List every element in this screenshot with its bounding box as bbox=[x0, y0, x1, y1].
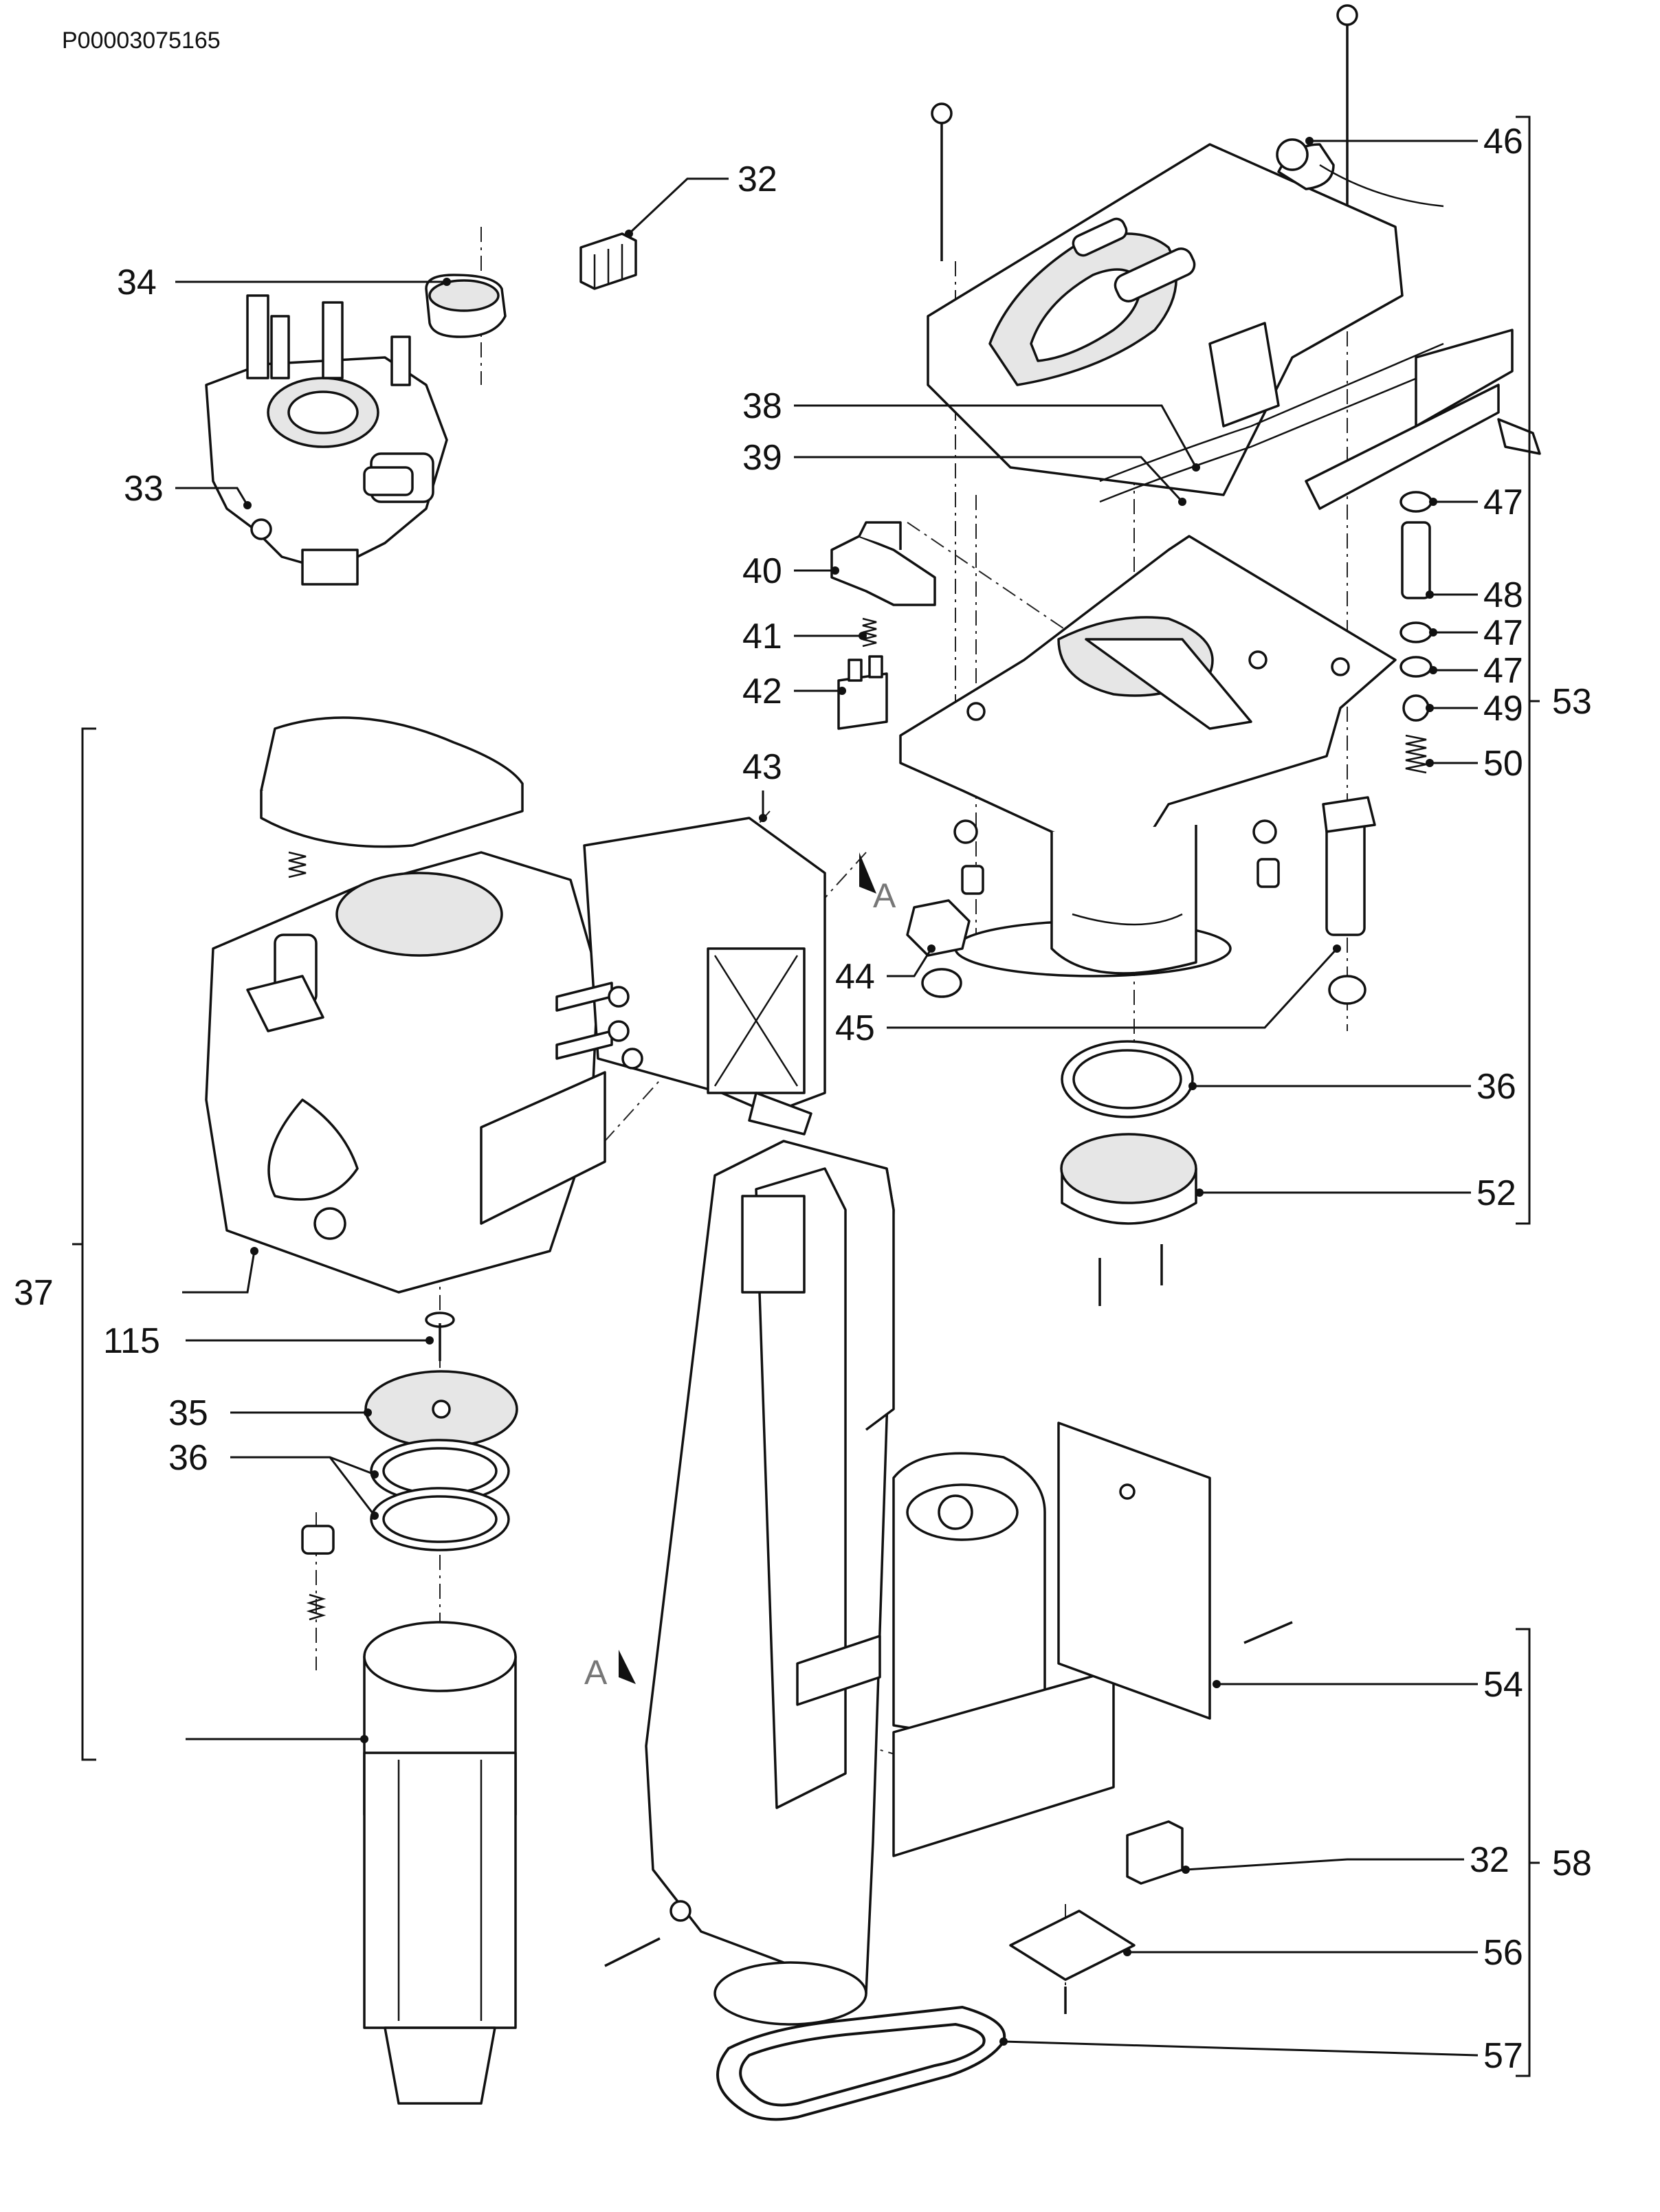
callout-38: 38 bbox=[742, 386, 782, 426]
mounting-plate bbox=[899, 535, 1397, 977]
section-mark-upper: A bbox=[873, 876, 896, 915]
part-36-rings-lower bbox=[370, 1439, 510, 1551]
callout-32-top: 32 bbox=[738, 159, 777, 199]
callout-47-a: 47 bbox=[1483, 483, 1523, 522]
part-52-filter-sieve bbox=[1060, 1133, 1197, 1306]
part-35-filter-disc bbox=[364, 1370, 518, 1448]
callout-47-c: 47 bbox=[1483, 651, 1523, 691]
callout-42: 42 bbox=[742, 672, 782, 711]
part-32-connector-top bbox=[579, 232, 637, 290]
document-id: P00003075165 bbox=[62, 27, 221, 54]
drive-tower bbox=[645, 1140, 1115, 1995]
callout-36-upper: 36 bbox=[1476, 1067, 1516, 1107]
brew-unit-housing bbox=[205, 716, 826, 1294]
section-mark-arrow-upper bbox=[859, 852, 876, 894]
section-mark-lower: A bbox=[584, 1653, 608, 1692]
part-46-cable-grommet bbox=[1276, 138, 1309, 171]
bracket-assembly-37 bbox=[81, 727, 96, 1761]
part-57-toothed-belt bbox=[604, 1900, 1006, 2121]
callout-49: 49 bbox=[1483, 689, 1523, 729]
callout-41: 41 bbox=[742, 617, 782, 656]
callout-45: 45 bbox=[835, 1008, 875, 1048]
section-mark-arrow-lower bbox=[619, 1650, 636, 1684]
callout-56: 56 bbox=[1483, 1933, 1523, 1973]
part-32-connector-bottom bbox=[1126, 1820, 1184, 1885]
callout-33: 33 bbox=[124, 469, 164, 509]
callout-115: 115 bbox=[103, 1321, 160, 1361]
part-115-screw bbox=[425, 1312, 455, 1361]
callout-37: 37 bbox=[14, 1273, 54, 1313]
callout-36-lower: 36 bbox=[168, 1438, 208, 1478]
parts-47-49-valve-stack bbox=[1399, 491, 1432, 774]
part-42-clip bbox=[837, 655, 888, 730]
part-34-seal bbox=[425, 274, 507, 338]
part-56-plate bbox=[1009, 1910, 1136, 2014]
callout-39: 39 bbox=[742, 438, 782, 478]
callout-44: 44 bbox=[835, 957, 875, 997]
callout-34: 34 bbox=[117, 263, 157, 302]
part-54-circuit-board bbox=[1057, 1422, 1293, 1720]
part-36-ring-upper bbox=[1061, 1040, 1194, 1118]
callout-57: 57 bbox=[1483, 2036, 1523, 2076]
callout-53: 53 bbox=[1552, 682, 1592, 722]
leader-lines bbox=[175, 137, 1479, 2057]
brew-cylinder bbox=[301, 1525, 517, 2105]
callout-50: 50 bbox=[1483, 744, 1523, 784]
top-cover-block bbox=[927, 4, 1541, 510]
part-44-coupler bbox=[906, 819, 984, 998]
callout-52: 52 bbox=[1476, 1173, 1516, 1213]
callout-48: 48 bbox=[1483, 575, 1523, 615]
callout-54: 54 bbox=[1483, 1665, 1523, 1705]
callout-46: 46 bbox=[1483, 122, 1523, 162]
callout-47-b: 47 bbox=[1483, 613, 1523, 653]
callout-43: 43 bbox=[742, 747, 782, 787]
bracket-assembly-53 bbox=[1516, 115, 1531, 1225]
callout-40: 40 bbox=[742, 551, 782, 591]
callout-32-bottom: 32 bbox=[1470, 1840, 1509, 1880]
part-40-bracket bbox=[830, 521, 936, 606]
part-33-valve-block bbox=[205, 294, 448, 586]
callout-58: 58 bbox=[1552, 1844, 1592, 1883]
callout-35: 35 bbox=[168, 1393, 208, 1433]
part-45-drive-shaft bbox=[1252, 796, 1376, 1005]
bracket-assembly-58 bbox=[1516, 1628, 1531, 2077]
